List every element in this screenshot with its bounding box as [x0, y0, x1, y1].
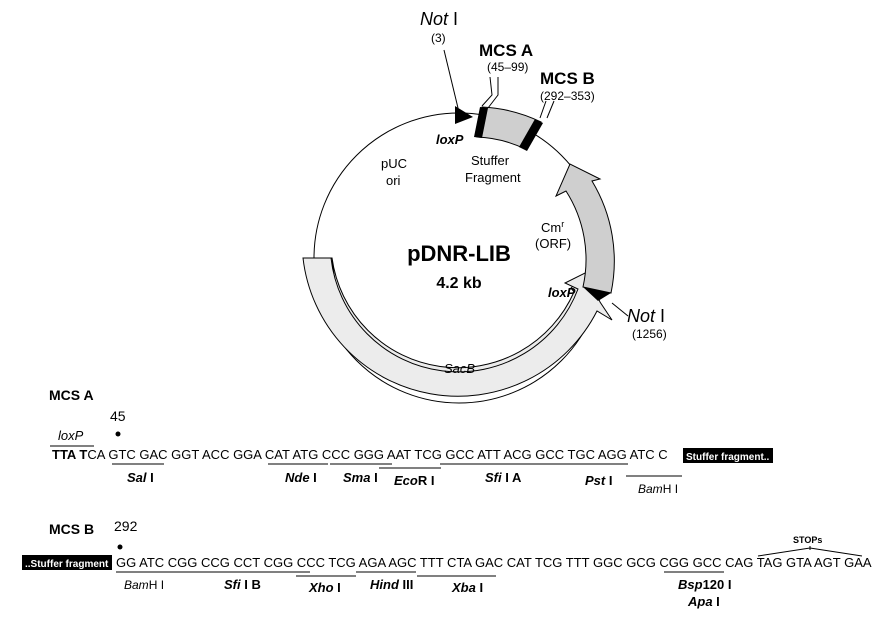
sacb-gene-band: [302, 257, 613, 397]
enzyme-xba-i: Xba I: [451, 580, 483, 595]
loxp-top-label: loxP: [436, 132, 464, 147]
mcs-b-position-dot: [117, 544, 123, 550]
noti-right-position: (1256): [632, 327, 667, 341]
mcs-b-leader-1: [539, 100, 547, 119]
enzyme-xho-i: Xho I: [308, 580, 341, 595]
mcs-a-leader-2: [487, 77, 499, 109]
mcs-b-heading: MCS B: [49, 521, 94, 537]
enzyme-sal-i: Sal I: [127, 470, 154, 485]
sacb-label: SacB: [444, 361, 475, 376]
mcs-a-position: 45: [110, 408, 126, 424]
enzyme-sma-i: Sma I: [343, 470, 378, 485]
loxp-top-marker: [455, 106, 473, 124]
enzyme-sfi-i-b: Sfi I B: [224, 577, 261, 592]
mcs-a-heading: MCS A: [49, 387, 94, 403]
stops-label: STOPs: [793, 535, 822, 545]
enzyme-hind-iii: Hind III: [370, 577, 413, 592]
cm-orf-label: (ORF): [535, 236, 571, 251]
cm-gene-arrow: [554, 163, 615, 294]
loxp-right-marker: [583, 287, 611, 301]
enzyme-pst-i: Pst I: [585, 473, 612, 488]
mcs-a-sequence: TTA TCA GTC GAC GGT ACC GGA CAT ATG CCC …: [52, 447, 668, 462]
mcs-b-marker: [519, 119, 543, 151]
noti-top-position: (3): [431, 31, 446, 45]
mcs-b-label: MCS B: [540, 69, 595, 88]
mcs-b-stuffer-text: ..Stuffer fragment: [25, 559, 109, 570]
noti-right-leader: [611, 302, 629, 317]
mcs-b-stuffer-box: [22, 555, 112, 570]
enzyme-nde-i: Nde I: [285, 470, 317, 485]
noti-right-label: Not I: [627, 306, 665, 326]
enzyme-sfi-i-a: Sfi I A: [485, 470, 522, 485]
enzyme-bamh-i-a: BamH I: [638, 482, 678, 496]
stuffer-label-1: Stuffer: [471, 153, 510, 168]
mcs-a-stuffer-box: [683, 448, 773, 463]
mcs-b-leader-2: [546, 100, 555, 119]
enzyme-bamh-i-b: BamH I: [124, 578, 164, 592]
plasmid-size: 4.2 kb: [436, 275, 482, 292]
puc-label-1: pUC: [381, 156, 407, 171]
mcs-b-range: (292–353): [540, 89, 595, 103]
stuffer-label-2: Fragment: [465, 170, 521, 185]
mcs-a-label: MCS A: [479, 41, 533, 60]
mcs-a-loxp-label: loxP: [58, 428, 84, 443]
noti-top-leader: [443, 49, 459, 109]
mcs-b-sequence: GG ATC CGG CCG CCT CGG CCC TCG AGA AGC T…: [116, 555, 872, 570]
enzyme-apa-i: Apa I: [687, 594, 720, 609]
noti-top-label: Not I: [420, 9, 458, 29]
enzyme-ecor-i: EcoR I: [394, 473, 434, 488]
puc-label-2: ori: [386, 173, 401, 188]
plasmid-name: pDNR-LIB: [407, 241, 511, 266]
enzyme-bsp120-i: Bsp120 I: [678, 577, 731, 592]
mcs-a-stuffer-text: Stuffer fragment..: [686, 452, 770, 463]
cm-label: Cmr: [541, 219, 564, 235]
mcs-a-leader-1: [481, 76, 493, 107]
mcs-a-marker: [474, 107, 488, 138]
mcs-a-range: (45–99): [487, 60, 528, 74]
mcs-b-position: 292: [114, 518, 138, 534]
loxp-right-label: loxP: [548, 285, 576, 300]
mcs-a-position-dot: [115, 431, 121, 437]
